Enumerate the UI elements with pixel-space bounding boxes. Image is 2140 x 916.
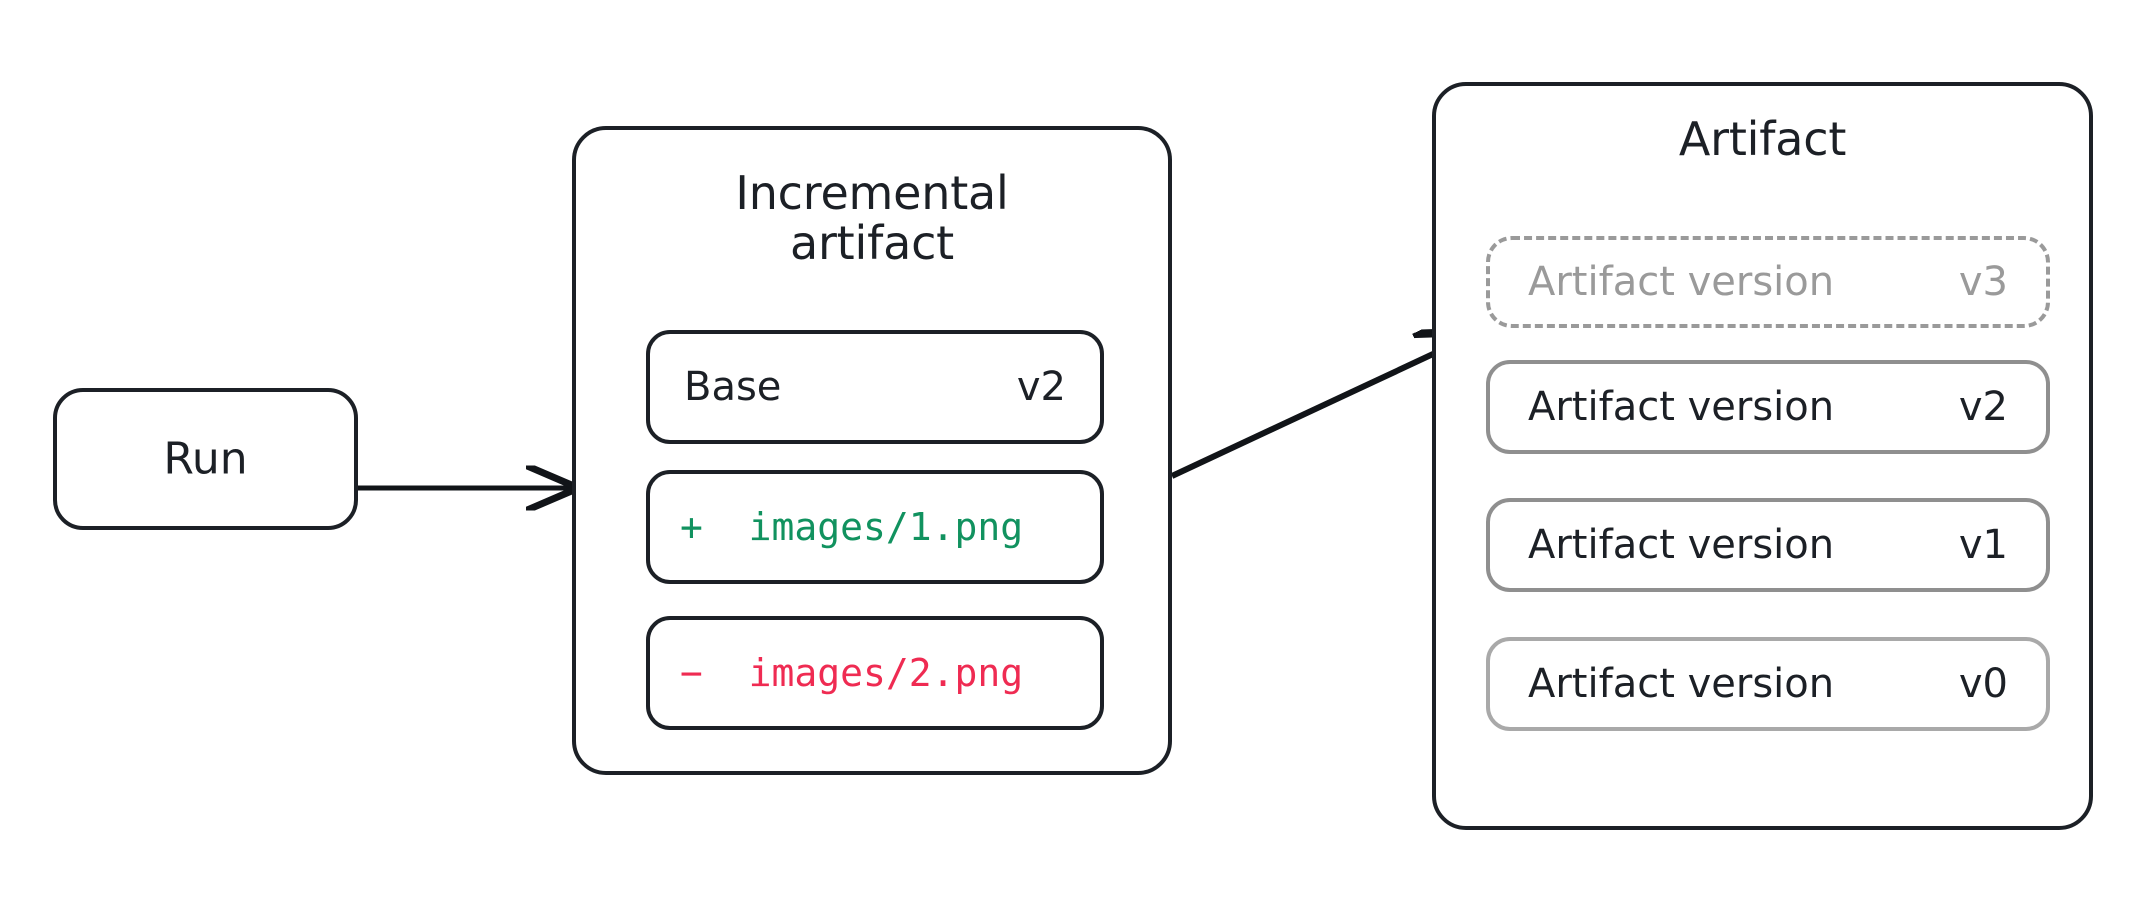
- artifact-version-v1-label: Artifact version: [1528, 522, 1835, 568]
- run-label: Run: [163, 433, 248, 485]
- artifact-version-v0-version: v0: [1958, 661, 2008, 707]
- artifact-version-v2-version: v2: [1958, 384, 2008, 430]
- artifact-version-v2[interactable]: Artifact version v2: [1486, 360, 2050, 454]
- incremental-artifact-title: Incremental artifact: [576, 168, 1168, 268]
- incremental-row-base-version: v2: [1016, 364, 1066, 410]
- incremental-row-base-label: Base: [684, 364, 782, 410]
- incremental-artifact-node[interactable]: Incremental artifact Base v2 + images/1.…: [572, 126, 1172, 775]
- artifact-version-v3[interactable]: Artifact version v3: [1486, 236, 2050, 328]
- incremental-row-added[interactable]: + images/1.png: [646, 470, 1104, 584]
- incremental-row-base[interactable]: Base v2: [646, 330, 1104, 444]
- artifact-title-text: Artifact: [1678, 112, 1847, 166]
- artifact-version-v3-version: v3: [1958, 259, 2008, 305]
- artifact-version-v1[interactable]: Artifact version v1: [1486, 498, 2050, 592]
- incremental-row-removed-text: − images/2.png: [680, 651, 1024, 695]
- artifact-version-v2-label: Artifact version: [1528, 384, 1835, 430]
- incremental-artifact-title-line-2: artifact: [789, 216, 955, 271]
- incremental-artifact-title-line-1: Incremental: [735, 166, 1009, 220]
- artifact-version-v1-version: v1: [1958, 522, 2008, 568]
- artifact-node[interactable]: Artifact Artifact version v3 Artifact ve…: [1432, 82, 2093, 830]
- incremental-row-added-text: + images/1.png: [680, 505, 1024, 549]
- run-node[interactable]: Run: [53, 388, 358, 530]
- artifact-version-v0[interactable]: Artifact version v0: [1486, 637, 2050, 731]
- artifact-version-v0-label: Artifact version: [1528, 661, 1835, 707]
- incremental-row-removed[interactable]: − images/2.png: [646, 616, 1104, 730]
- artifact-title: Artifact: [1436, 114, 2089, 164]
- artifact-version-v3-label: Artifact version: [1528, 259, 1835, 305]
